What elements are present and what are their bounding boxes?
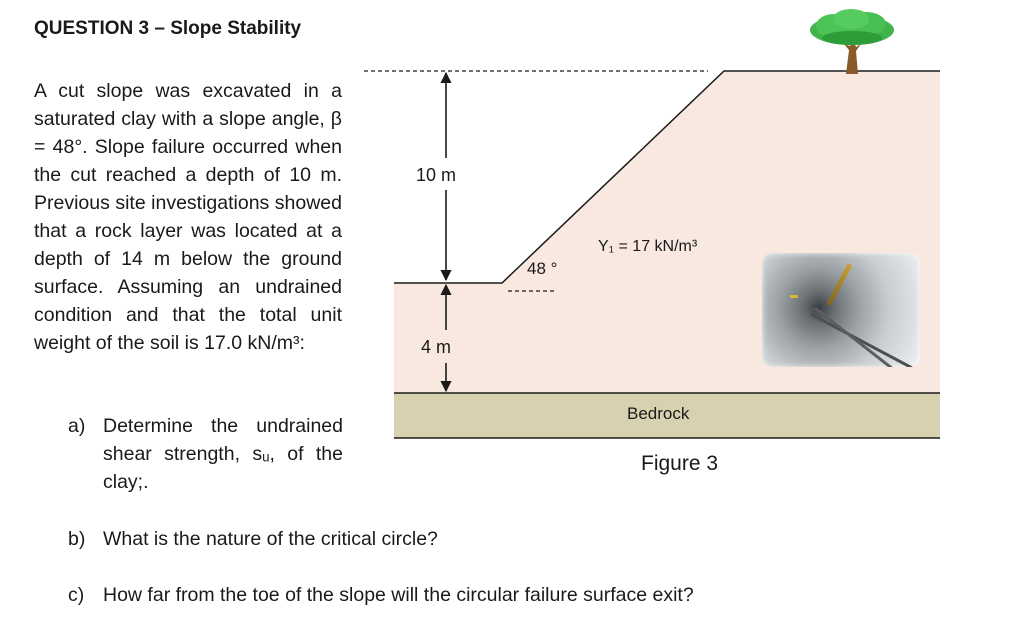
figure-caption: Figure 3 xyxy=(641,452,718,475)
slope-angle-label: 48 ° xyxy=(527,259,557,278)
part-a-label: a) xyxy=(68,415,86,437)
unit-weight-label: Υ₁ = 17 kN/m³ xyxy=(598,238,698,255)
rock-depth-label: 4 m xyxy=(421,337,451,357)
bedrock-layer xyxy=(394,393,940,438)
tunnel-photo xyxy=(762,253,920,367)
question-intro: A cut slope was excavated in a saturated… xyxy=(34,80,342,354)
part-a-text: Determine the undrained shear strength, … xyxy=(103,415,343,493)
tunnel-rail-line xyxy=(814,307,920,367)
cut-depth-label: 10 m xyxy=(416,165,456,185)
part-b-label: b) xyxy=(68,528,86,550)
tunnel-marker xyxy=(790,295,798,298)
part-b-text: What is the nature of the critical circl… xyxy=(103,528,438,550)
question-title: QUESTION 3 – Slope Stability xyxy=(34,18,302,39)
part-c-text: How far from the toe of the slope will t… xyxy=(103,584,694,606)
ground-surface-line xyxy=(394,70,940,284)
tunnel-drill-rod xyxy=(826,263,853,307)
tunnel-rail-line xyxy=(810,313,920,367)
bedrock-label: Bedrock xyxy=(627,404,690,423)
part-c-label: c) xyxy=(68,584,85,606)
tree-icon xyxy=(810,9,894,74)
